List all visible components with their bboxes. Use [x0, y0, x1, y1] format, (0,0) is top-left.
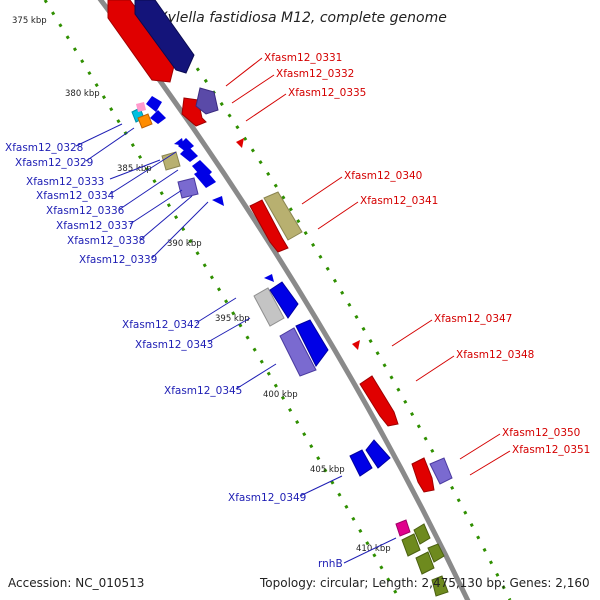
reverse-strand-genes: [131, 96, 449, 597]
gene-xfasm12-0349[interactable]: [349, 449, 373, 477]
leader-line: [235, 363, 277, 390]
tick-label: 375 kbp: [12, 16, 47, 26]
gene-xfasm12-0331[interactable]: [134, 0, 195, 74]
map-title: Xylella fastidiosa M12, complete genome: [157, 10, 447, 26]
gene-label[interactable]: Xfasm12_0340: [344, 170, 422, 182]
leader-line: [391, 319, 433, 347]
gene-label[interactable]: Xfasm12_0335: [288, 87, 366, 99]
gene-label[interactable]: Xfasm12_0331: [264, 52, 342, 64]
gene-label[interactable]: Xfasm12_0334: [36, 190, 115, 202]
tick-label: 380 kbp: [65, 89, 100, 99]
tick-label: 395 kbp: [215, 314, 250, 324]
reverse-labels: [75, 123, 397, 564]
gene-small-blue-arrow: [146, 96, 162, 112]
leader-line: [459, 433, 501, 460]
gene-xfasm12-0335[interactable]: [195, 87, 219, 115]
gene-label[interactable]: Xfasm12_0339: [79, 254, 157, 266]
leader-line: [469, 450, 511, 476]
gc-track-outer-right: [146, 0, 512, 600]
gene-label[interactable]: Xfasm12_0351: [512, 444, 590, 456]
leader-line: [119, 169, 179, 210]
gene-label[interactable]: Xfasm12_0328: [5, 142, 83, 154]
leader-line: [139, 195, 193, 241]
forward-strand-genes: [107, 0, 453, 493]
gene-label[interactable]: Xfasm12_0332: [276, 68, 354, 80]
gene-small-red-arrow: [236, 138, 244, 148]
leader-line: [245, 93, 287, 122]
gene-small-pink: [136, 102, 146, 112]
gene-label[interactable]: Xfasm12_0333: [26, 176, 104, 188]
gene-xfasm12-0336[interactable]: [180, 146, 198, 162]
leader-line: [207, 317, 251, 343]
gene-label[interactable]: Xfasm12_0336: [46, 205, 125, 217]
gene-small-blue-arrow-2: [150, 110, 166, 124]
leader-line: [343, 537, 397, 564]
gene-label[interactable]: Xfasm12_0341: [360, 195, 438, 207]
leader-line: [109, 151, 177, 195]
gene-xfasm12-0350[interactable]: [411, 457, 435, 493]
gene-small-blue-top: [174, 138, 184, 146]
gene-xfasm12-0345b: [295, 319, 329, 367]
reverse-label-text: Xfasm12_0328 Xfasm12_0329 Xfasm12_0333 X…: [5, 142, 343, 570]
forward-label-text: Xfasm12_0331 Xfasm12_0332 Xfasm12_0335 X…: [264, 52, 590, 456]
accession-text: Accession: NC_010513: [8, 576, 144, 590]
topology-text: Topology: circular; Length: 2,475,130 bp…: [259, 576, 590, 590]
gene-label[interactable]: rnhB: [318, 558, 343, 570]
gene-olive-2: [413, 523, 431, 545]
gene-xfasm12-0351[interactable]: [429, 457, 453, 485]
leader-line: [129, 189, 183, 225]
leader-line: [317, 201, 359, 230]
gene-rnhb[interactable]: [395, 519, 411, 537]
gc-content-tracks: [43, 0, 512, 600]
gene-label[interactable]: Xfasm12_0342: [122, 319, 200, 331]
gene-olive-5: [431, 575, 449, 597]
gene-label[interactable]: Xfasm12_0348: [456, 349, 534, 361]
gene-xfasm12-0330[interactable]: [107, 0, 176, 83]
leader-line: [151, 201, 209, 259]
leader-line: [231, 74, 275, 104]
forward-labels: [225, 57, 511, 476]
gene-label[interactable]: Xfasm12_0343: [135, 339, 213, 351]
gene-olive-1: [401, 533, 421, 557]
leader-line: [195, 297, 237, 324]
gene-xfasm12-0343[interactable]: [269, 281, 299, 319]
leader-line: [301, 176, 343, 205]
gc-track-inner-left: [43, 0, 402, 600]
gene-xfasm12-0342[interactable]: [253, 287, 285, 327]
gene-xfasm12-0339-arrow: [194, 168, 216, 188]
gene-xfasm12-0341[interactable]: [263, 191, 303, 241]
leader-line: [85, 127, 135, 162]
gene-label[interactable]: Xfasm12_0329: [15, 157, 93, 169]
gene-xfasm12-0340[interactable]: [249, 199, 289, 253]
leader-line: [299, 475, 343, 497]
tick-label: 400 kbp: [263, 390, 298, 400]
gene-xfasm12-0329[interactable]: [137, 113, 153, 129]
gene-xfasm12-0349b: [365, 439, 391, 469]
gene-xfasm12-0333[interactable]: [161, 151, 181, 171]
gene-label[interactable]: Xfasm12_0347: [434, 313, 512, 325]
gene-xfasm12-0339[interactable]: [212, 196, 224, 206]
gene-olive-4: [427, 543, 445, 563]
gene-small-red-arrow-2: [352, 340, 360, 350]
gene-label[interactable]: Xfasm12_0337: [56, 220, 134, 232]
gene-label[interactable]: Xfasm12_0349: [228, 492, 306, 504]
leader-line: [75, 123, 123, 147]
leader-line: [109, 159, 161, 180]
gene-xfasm12-0345[interactable]: [279, 327, 317, 377]
tick-label: 405 kbp: [310, 465, 345, 475]
tick-label: 385 kbp: [117, 164, 152, 174]
gene-label[interactable]: Xfasm12_0345: [164, 385, 242, 397]
gene-olive-3: [415, 551, 435, 575]
gene-small-blue-arrow-3: [264, 274, 274, 282]
gene-label[interactable]: Xfasm12_0338: [67, 235, 145, 247]
gene-xfasm12-0348[interactable]: [359, 375, 399, 427]
leader-line: [415, 355, 455, 382]
gene-label[interactable]: Xfasm12_0350: [502, 427, 580, 439]
tick-label: 390 kbp: [167, 239, 202, 249]
leader-line: [225, 57, 263, 87]
gene-xfasm12-0338[interactable]: [177, 177, 199, 199]
